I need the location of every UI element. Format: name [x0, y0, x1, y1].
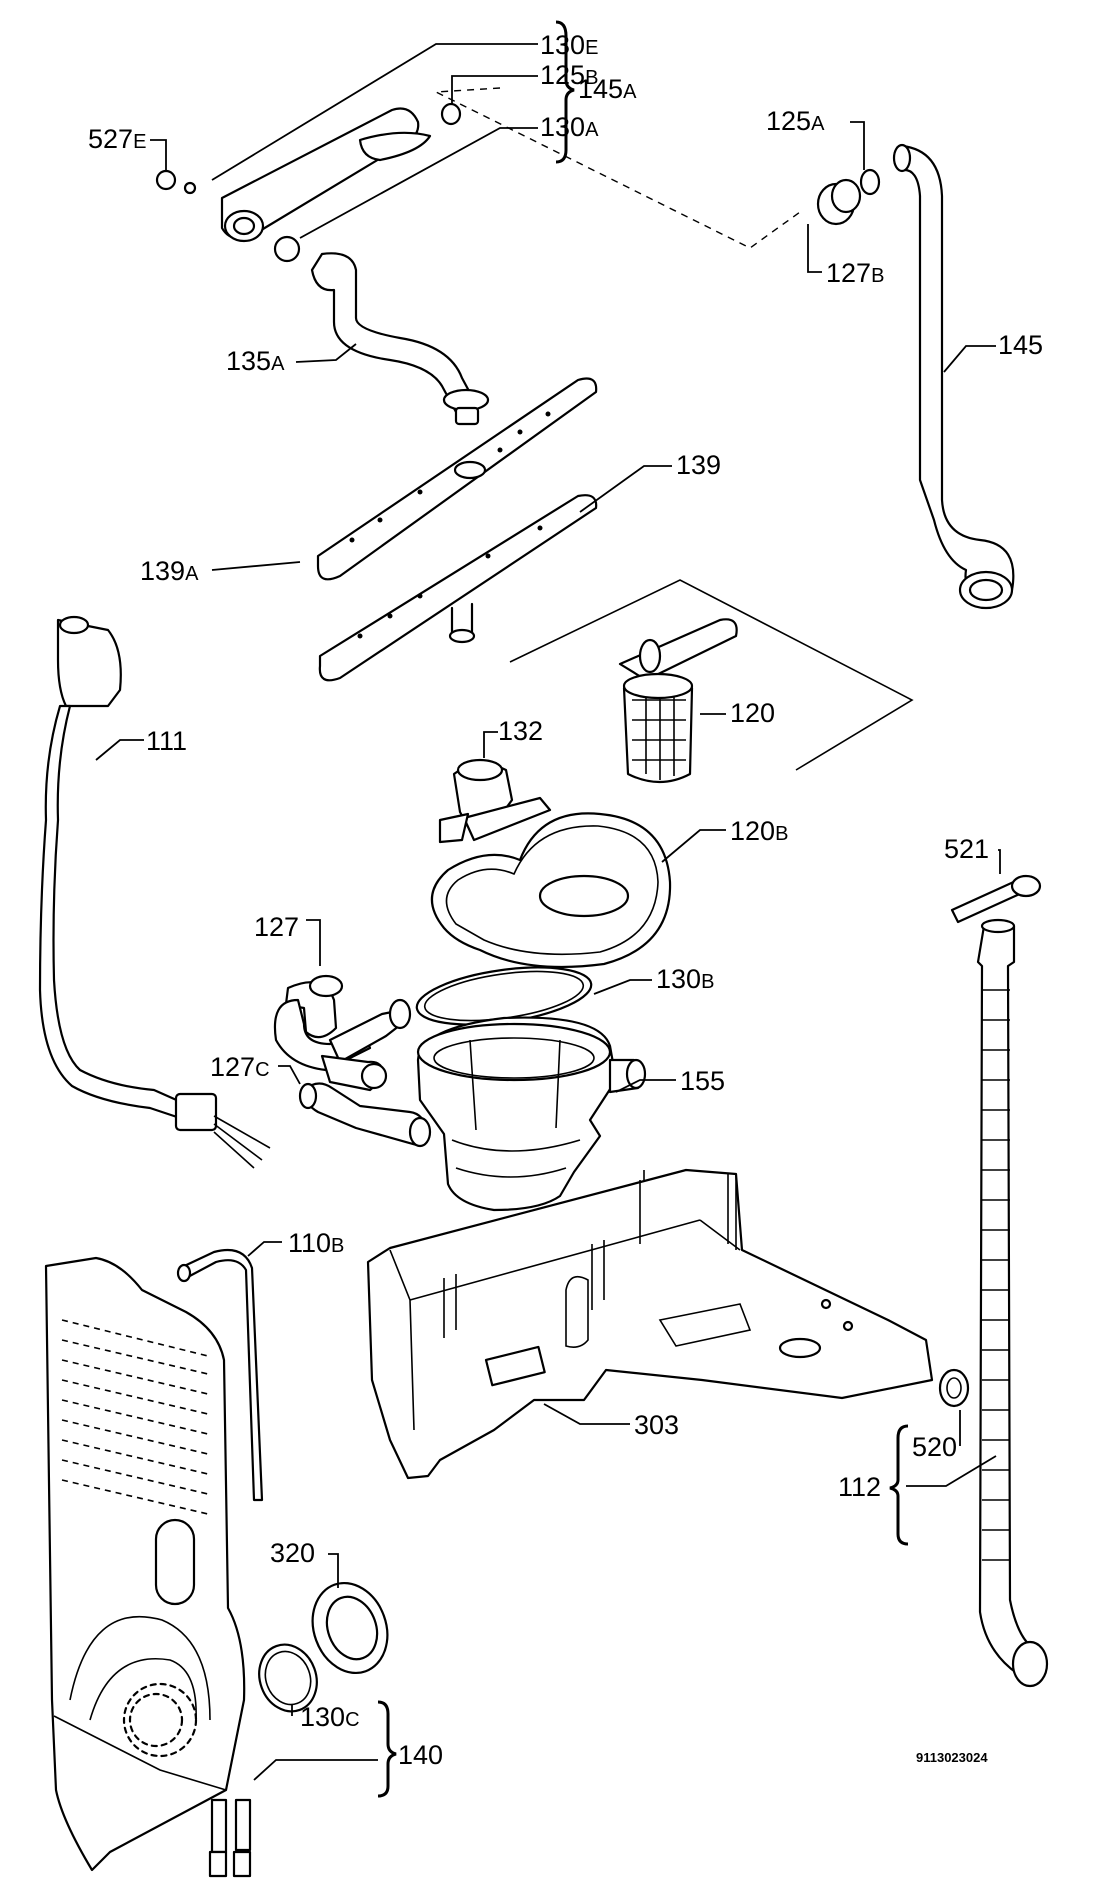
sump-155: [416, 1016, 647, 1212]
label-127c: 127C: [210, 1052, 270, 1082]
label-521: 521: [944, 834, 989, 864]
labels: 130E 125B 145A 130A 527E 125A 127B 135A …: [88, 30, 1043, 1770]
seal-320: [311, 1581, 389, 1675]
label-520: 520: [912, 1432, 957, 1462]
label-140: 140: [398, 1740, 443, 1770]
filter-120: [509, 579, 914, 784]
label-130b: 130B: [656, 964, 714, 994]
label-130c: 130C: [300, 1702, 360, 1732]
label-155: 155: [680, 1066, 725, 1096]
label-127: 127: [254, 912, 299, 942]
label-320: 320: [270, 1538, 315, 1568]
pipe-110b: [176, 1248, 264, 1502]
label-135a: 135A: [226, 346, 285, 376]
base-303: [366, 1168, 934, 1480]
clamp-520: [938, 1368, 970, 1408]
ring-130c: [258, 1643, 318, 1713]
fitting-127b: [816, 178, 862, 226]
drain-hose-112: [976, 918, 1049, 1688]
label-145: 145: [998, 330, 1043, 360]
label-125b: 125B: [540, 60, 598, 90]
o-ring-125a: [859, 168, 881, 196]
o-ring-130a: [273, 235, 301, 263]
label-145a: 145A: [578, 74, 637, 104]
tank-140: [44, 1256, 252, 1878]
leader-lines: [95, 43, 1001, 1781]
label-139: 139: [676, 450, 721, 480]
label-120b: 120B: [730, 816, 788, 846]
label-127b: 127B: [826, 258, 884, 288]
braces: [377, 20, 909, 1798]
nut-527e: [155, 169, 197, 195]
hose-127c: [298, 1082, 432, 1148]
label-120: 120: [730, 698, 775, 728]
upper-spray-arm-130e: [220, 107, 432, 243]
spray-arm-139: [318, 494, 598, 682]
label-110b: 110B: [288, 1228, 344, 1258]
gasket-120b: [430, 812, 672, 968]
spray-arm-139a: [316, 377, 598, 581]
label-527e: 527E: [88, 124, 146, 154]
label-130a: 130A: [540, 112, 599, 142]
inlet-hose-111: [38, 615, 271, 1169]
drawing-code: 9113023024: [916, 1750, 988, 1765]
ring-130b: [415, 966, 593, 1026]
label-130e: 130E: [540, 30, 598, 60]
clip-521: [950, 874, 1042, 924]
label-111: 111: [146, 726, 187, 756]
spray-arm-supply-pipe-135a: [310, 252, 490, 426]
label-132: 132: [498, 716, 543, 746]
part-132: [438, 758, 552, 844]
o-ring-125b: [440, 102, 462, 126]
hose-127: [273, 974, 412, 1092]
hose-145: [892, 143, 1015, 610]
label-139a: 139A: [140, 556, 199, 586]
label-112: 112: [838, 1472, 881, 1502]
label-303: 303: [634, 1410, 679, 1440]
label-125a: 125A: [766, 106, 825, 136]
